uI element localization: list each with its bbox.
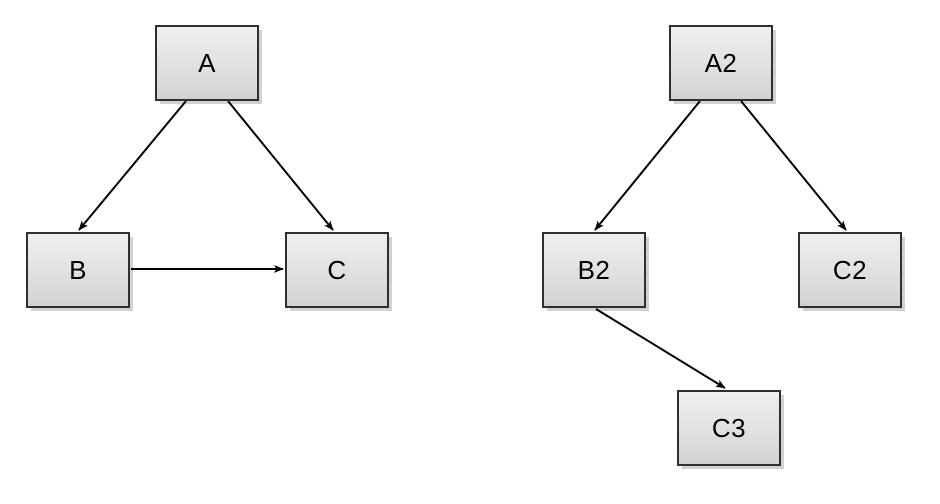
edge-a-to-b: [78, 100, 187, 231]
edge-a-to-c: [227, 100, 334, 231]
node-a2[interactable]: A2: [669, 25, 773, 101]
node-c2[interactable]: C2: [798, 232, 902, 308]
edge-a2-to-c2: [740, 100, 847, 231]
node-label: C2: [832, 255, 868, 285]
edge-a2-to-b2: [594, 100, 701, 231]
node-c[interactable]: C: [285, 232, 389, 308]
edge-b2-to-c3: [595, 308, 726, 389]
node-a[interactable]: A: [155, 25, 259, 101]
node-label: B: [69, 255, 87, 285]
node-c3[interactable]: C3: [677, 390, 781, 466]
node-b2[interactable]: B2: [542, 232, 646, 308]
node-label: C3: [711, 413, 747, 443]
node-label: B2: [577, 255, 611, 285]
node-label: A: [198, 48, 216, 78]
edges-group: [78, 100, 847, 389]
node-label: A2: [704, 48, 738, 78]
node-label: C: [327, 255, 347, 285]
node-b[interactable]: B: [26, 232, 130, 308]
